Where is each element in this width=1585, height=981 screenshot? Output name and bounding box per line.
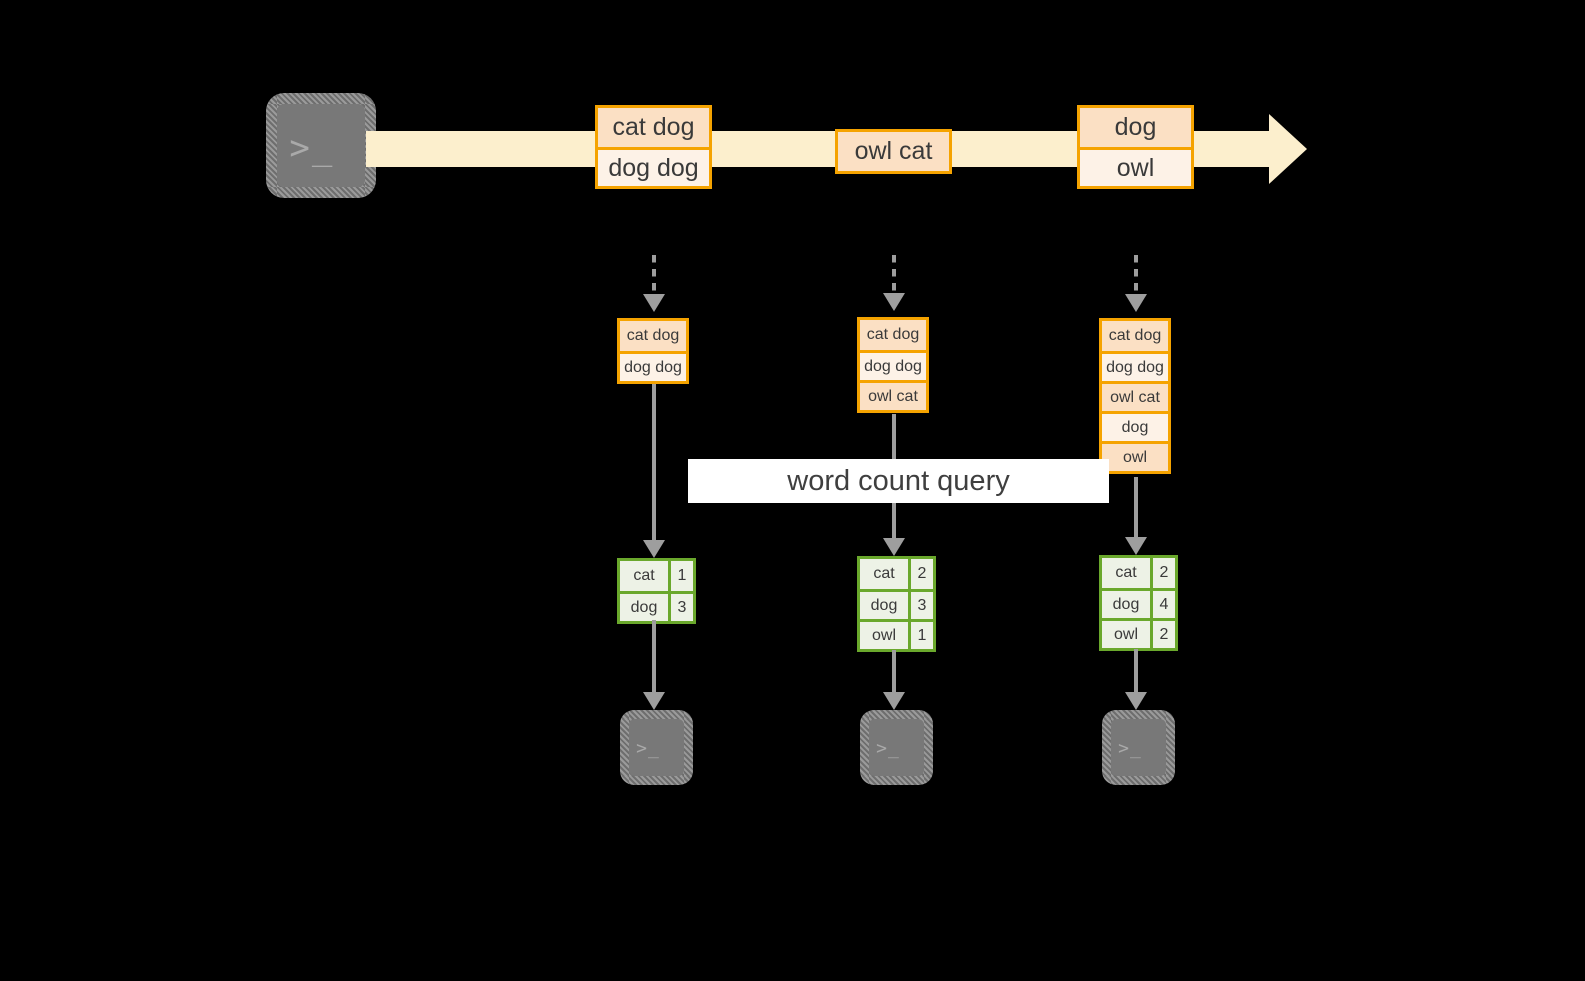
table-row: owl 2 [1102,618,1175,648]
snapshot-tap-arrowhead-3 [1125,294,1147,312]
sink-flow-line-2 [892,650,896,696]
result-count: 1 [668,561,693,591]
sink-terminal-icon-1: >_ [620,710,693,785]
result-word: owl [860,622,908,649]
input-line: cat dog [620,321,686,351]
snapshot-tap-arrowhead-2 [883,293,905,311]
snapshot-input-2: cat dog dog dog owl cat [857,317,929,413]
result-count: 2 [1150,621,1175,648]
source-terminal-icon: >_ [266,93,376,198]
query-flow-line-3 [1134,477,1138,541]
query-flow-line-1 [652,384,656,544]
terminal-screen [1111,719,1166,776]
input-line: owl cat [1102,381,1168,411]
snapshot-tap-line-1 [652,255,656,298]
terminal-prompt-glyph: >_ [876,738,900,759]
input-line: cat dog [1102,321,1168,351]
query-flow-arrowhead-2 [883,538,905,556]
message-line: dog dog [598,147,709,186]
input-line: cat dog [860,320,926,350]
result-word: cat [1102,558,1150,588]
snapshot-tap-line-3 [1134,255,1138,298]
table-row: cat 1 [620,561,693,591]
table-row: dog 3 [860,589,933,619]
table-row: dog 4 [1102,588,1175,618]
table-row: cat 2 [860,559,933,589]
result-count: 2 [908,559,933,589]
sink-terminal-icon-2: >_ [860,710,933,785]
stream-message-2: owl cat [835,129,952,174]
terminal-prompt-glyph: >_ [289,127,335,168]
result-word: cat [860,559,908,589]
sink-flow-line-3 [1134,649,1138,696]
input-line: dog dog [860,350,926,380]
result-count: 2 [1150,558,1175,588]
stream-arrow-head [1269,114,1307,184]
query-flow-arrowhead-3 [1125,537,1147,555]
result-count: 1 [908,622,933,649]
message-line: cat dog [598,108,709,147]
sink-flow-line-1 [652,620,656,696]
result-word: dog [620,594,668,621]
message-line: owl [1080,147,1191,186]
snapshot-tap-arrowhead-1 [643,294,665,312]
result-word: cat [620,561,668,591]
input-line: owl cat [860,380,926,410]
stream-message-3: dog owl [1077,105,1194,189]
result-table-2: cat 2 dog 3 owl 1 [857,556,936,652]
result-count: 3 [668,594,693,621]
message-line: dog [1080,108,1191,147]
query-flow-arrowhead-1 [643,540,665,558]
terminal-screen [629,719,684,776]
result-count: 3 [908,592,933,619]
result-word: owl [1102,621,1150,648]
terminal-prompt-glyph: >_ [1118,738,1142,759]
stream-message-1: cat dog dog dog [595,105,712,189]
table-row: owl 1 [860,619,933,649]
message-line: owl cat [838,132,949,171]
sink-flow-arrowhead-3 [1125,692,1147,710]
input-line: dog [1102,411,1168,441]
table-row: dog 3 [620,591,693,621]
result-count: 4 [1150,591,1175,618]
result-table-3: cat 2 dog 4 owl 2 [1099,555,1178,651]
query-banner: word count query [688,459,1109,503]
input-line: dog dog [620,351,686,381]
snapshot-input-3: cat dog dog dog owl cat dog owl [1099,318,1171,474]
input-line: owl [1102,441,1168,471]
snapshot-tap-line-2 [892,255,896,297]
sink-flow-arrowhead-1 [643,692,665,710]
terminal-screen [277,104,365,187]
terminal-screen [869,719,924,776]
sink-terminal-icon-3: >_ [1102,710,1175,785]
input-line: dog dog [1102,351,1168,381]
result-word: dog [1102,591,1150,618]
sink-flow-arrowhead-2 [883,692,905,710]
result-table-1: cat 1 dog 3 [617,558,696,624]
terminal-prompt-glyph: >_ [636,738,660,759]
table-row: cat 2 [1102,558,1175,588]
query-banner-label: word count query [787,464,1010,497]
snapshot-input-1: cat dog dog dog [617,318,689,384]
result-word: dog [860,592,908,619]
